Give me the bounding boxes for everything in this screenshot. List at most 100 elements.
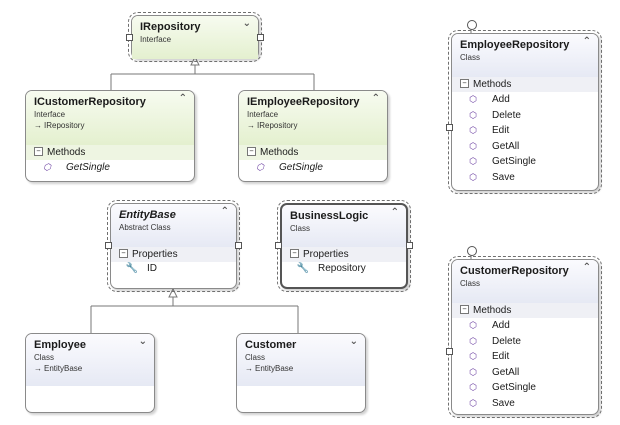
member-label: Add [492, 320, 510, 331]
resize-handle-left[interactable] [446, 348, 453, 355]
shape-kind: Interface [34, 110, 66, 119]
section-label: Methods [260, 147, 299, 158]
member-label: GetSingle [66, 162, 110, 173]
chevron-down-icon[interactable]: ⌄ [349, 336, 358, 347]
shape-title: Employee [34, 339, 86, 351]
resize-handle-right[interactable] [257, 34, 264, 41]
shape-header: EmployeeRepository Class ⌃ [452, 34, 598, 77]
base-type-label: IRepository [257, 121, 298, 130]
member-label: GetAll [492, 366, 520, 378]
method-cube-icon: ⬡ [469, 156, 477, 166]
shape-kind: Interface [247, 110, 279, 119]
member-item[interactable]: 🔧 ID [111, 262, 236, 277]
base-type-label: IRepository [44, 121, 85, 130]
chevron-down-icon[interactable]: ⌄ [242, 18, 251, 29]
section-label: Methods [473, 79, 512, 90]
resize-handle-right[interactable] [235, 242, 242, 249]
methods-section: −Methods ⬡ GetSingle [26, 145, 194, 176]
section-label: Methods [473, 305, 512, 316]
member-label: Edit [492, 125, 510, 136]
member-item[interactable]: ⬡ Add [452, 92, 598, 108]
base-type-label: EntityBase [255, 364, 294, 373]
method-cube-icon: ⬡ [43, 162, 51, 172]
method-cube-icon: ⬡ [469, 171, 477, 182]
shape-title: BusinessLogic [290, 210, 369, 222]
member-label: ID [147, 263, 157, 274]
section-header[interactable]: −Properties [282, 247, 406, 262]
inherits-arrow-icon: → [245, 364, 253, 373]
wrench-icon: 🔧 [296, 263, 310, 274]
method-cube-icon: ⬡ [469, 351, 477, 361]
shape-employee-repository[interactable]: EmployeeRepository Class ⌃ −Methods ⬡ Add… [446, 30, 602, 194]
shape-base: →EntityBase [245, 363, 357, 374]
wrench-icon: 🔧 [125, 263, 139, 274]
member-item[interactable]: ⬡ GetAll [452, 365, 598, 381]
resize-handle-left[interactable] [126, 34, 133, 41]
chevron-up-icon[interactable]: ⌃ [582, 262, 591, 273]
chevron-up-icon[interactable]: ⌃ [582, 36, 591, 47]
shape-entity-base[interactable]: EntityBase Abstract Class ⌃ −Properties … [105, 200, 242, 292]
shape-kind: Interface [140, 35, 172, 44]
shape-employee[interactable]: Employee Class →EntityBase ⌄ [25, 333, 155, 413]
section-label: Methods [47, 147, 86, 158]
inherits-arrow-entitybase [168, 287, 178, 298]
member-item[interactable]: ⬡Delete [452, 334, 598, 350]
section-label: Properties [303, 249, 349, 260]
member-label: Delete [492, 109, 521, 121]
resize-handle-left[interactable] [446, 124, 453, 131]
shape-kind: Class [460, 279, 481, 288]
shape-kind: Class [460, 53, 481, 62]
shape-base: →IRepository [34, 120, 186, 131]
resize-handle-left[interactable] [275, 242, 282, 249]
section-header[interactable]: −Properties [111, 247, 236, 262]
shape-title: CustomerRepository [460, 265, 569, 277]
shape-customer[interactable]: Customer Class →EntityBase ⌄ [236, 333, 366, 413]
method-cube-icon: ⬡ [469, 109, 477, 120]
shape-icustomer-repository[interactable]: ICustomerRepository Interface →IReposito… [25, 90, 195, 182]
chevron-down-icon[interactable]: ⌄ [138, 336, 147, 347]
chevron-up-icon[interactable]: ⌃ [178, 93, 187, 104]
shape-customer-repository[interactable]: CustomerRepository Class ⌃ −Methods ⬡ Add… [446, 256, 602, 418]
section-label: Properties [132, 249, 178, 260]
shape-header: BusinessLogic Class ⌃ [282, 205, 406, 247]
resize-handle-left[interactable] [105, 242, 112, 249]
shape-kind: Class [290, 224, 311, 233]
shape-title: IEmployeeRepository [247, 96, 360, 108]
member-item[interactable]: ⬡GetAll [452, 139, 598, 155]
member-item[interactable]: ⬡Save [452, 170, 598, 186]
chevron-up-icon[interactable]: ⌃ [390, 207, 399, 218]
member-item[interactable]: ⬡Edit [452, 349, 598, 365]
member-item[interactable]: ⬡ Edit [452, 123, 598, 139]
method-cube-icon: ⬡ [469, 125, 477, 135]
shape-header: CustomerRepository Class ⌃ [452, 260, 598, 303]
member-item[interactable]: ⬡Save [452, 396, 598, 412]
resize-handle-right[interactable] [406, 242, 413, 249]
member-label: Add [492, 94, 510, 105]
method-cube-icon: ⬡ [469, 397, 477, 408]
member-item[interactable]: ⬡GetSingle [239, 160, 387, 176]
member-item[interactable]: ⬡GetSingle [452, 380, 598, 396]
chevron-up-icon[interactable]: ⌃ [371, 93, 380, 104]
member-item[interactable]: ⬡ Add [452, 318, 598, 334]
chevron-up-icon[interactable]: ⌃ [220, 206, 229, 217]
section-header[interactable]: −Methods [26, 145, 194, 160]
method-cube-icon: ⬡ [469, 94, 477, 104]
method-cube-icon: ⬡ [469, 366, 477, 377]
shape-header: IRepository Interface ⌄ [132, 16, 258, 59]
member-label: Delete [492, 335, 521, 347]
shape-irepository[interactable]: IRepository Interface ⌄ [126, 12, 264, 62]
member-item[interactable]: 🔧Repository [282, 262, 406, 277]
section-header[interactable]: −Methods [452, 303, 598, 318]
section-header[interactable]: −Methods [239, 145, 387, 160]
shape-title: EntityBase [119, 209, 176, 221]
method-cube-icon: ⬡ [469, 320, 477, 330]
collapse-icon: − [119, 248, 128, 258]
member-item[interactable]: ⬡ Delete [452, 108, 598, 124]
shape-business-logic[interactable]: BusinessLogic Class ⌃ −Properties 🔧Repos… [275, 200, 413, 292]
member-item[interactable]: ⬡ GetSingle [26, 160, 194, 176]
member-item[interactable]: ⬡GetSingle [452, 154, 598, 170]
methods-section: −Methods ⬡Add ⬡Delete ⬡Edit ⬡GetAll ⬡Get… [452, 303, 598, 411]
section-header[interactable]: −Methods [452, 77, 598, 92]
shape-iemployee-repository[interactable]: IEmployeeRepository Interface →IReposito… [238, 90, 388, 182]
